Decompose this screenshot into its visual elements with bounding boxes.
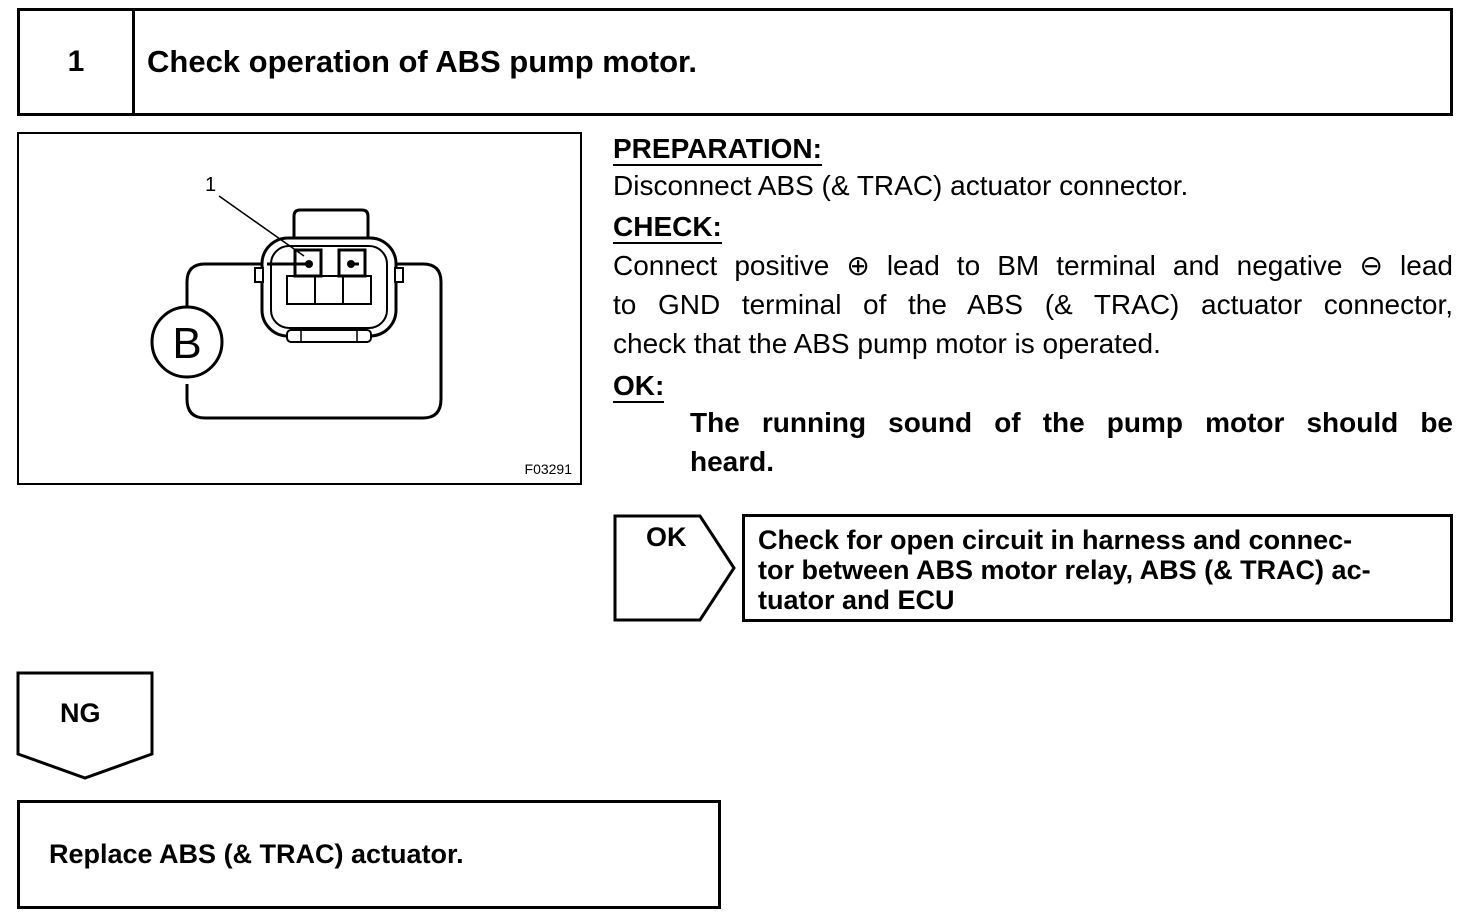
battery-symbol — [150, 305, 224, 379]
check-heading-row: CHECK: — [613, 207, 722, 246]
ng-action-text: Replace ABS (& TRAC) actuator. — [49, 839, 464, 869]
step-header: 1 Check operation of ABS pump motor. — [17, 8, 1453, 116]
ok-heading-row: OK: — [613, 366, 665, 405]
check-heading: CHECK: — [613, 211, 722, 244]
lead-wire-top-left — [185, 262, 267, 324]
ok-action-line-2: tor between ABS motor relay, ABS (& TRAC… — [758, 555, 1371, 585]
figure-code: F03291 — [525, 461, 573, 477]
ok-arrow-tag — [613, 514, 736, 622]
ok-criterion-line-2: heard. — [690, 446, 775, 477]
ok-heading: OK: — [613, 370, 665, 403]
ng-action-box: Replace ABS (& TRAC) actuator. — [17, 800, 721, 909]
ok-criterion-line-1: The running sound of the pump motor shou… — [690, 407, 1453, 438]
connector-terminal-row — [286, 275, 372, 305]
ok-action-line-1: Check for open circuit in harness and co… — [758, 525, 1353, 555]
check-line-1: Connect positive ⊕ lead to BM terminal a… — [613, 250, 1453, 281]
lead-wire-loop — [185, 262, 443, 420]
callout-leader — [218, 195, 305, 257]
step-title: Check operation of ABS pump motor. — [147, 44, 697, 79]
check-line-3: check that the ABS pump motor is operate… — [613, 328, 1161, 359]
gnd-terminal — [337, 248, 367, 278]
connector-lock — [286, 329, 372, 343]
preparation-text: Disconnect ABS (& TRAC) actuator connect… — [613, 170, 1189, 201]
check-line-2: to GND terminal of the ABS (& TRAC) actu… — [613, 289, 1453, 320]
ok-action-line-3: tuator and ECU — [758, 585, 955, 615]
battery-label: B — [172, 319, 201, 368]
connector-diagram-figure: B 1 F03291 — [17, 132, 582, 485]
ok-label: OK — [646, 522, 687, 552]
callout-number: 1 — [205, 174, 216, 196]
preparation-heading: PREPARATION: — [613, 133, 822, 166]
step-number: 1 — [20, 11, 135, 113]
connector-latch — [292, 208, 370, 239]
ng-label: NG — [60, 698, 101, 728]
ng-arrow-tag — [16, 671, 154, 780]
ok-action-box: Check for open circuit in harness and co… — [742, 514, 1453, 622]
preparation-heading-row: PREPARATION: — [613, 129, 822, 168]
connector-diagram: B 1 F03291 — [150, 174, 573, 477]
